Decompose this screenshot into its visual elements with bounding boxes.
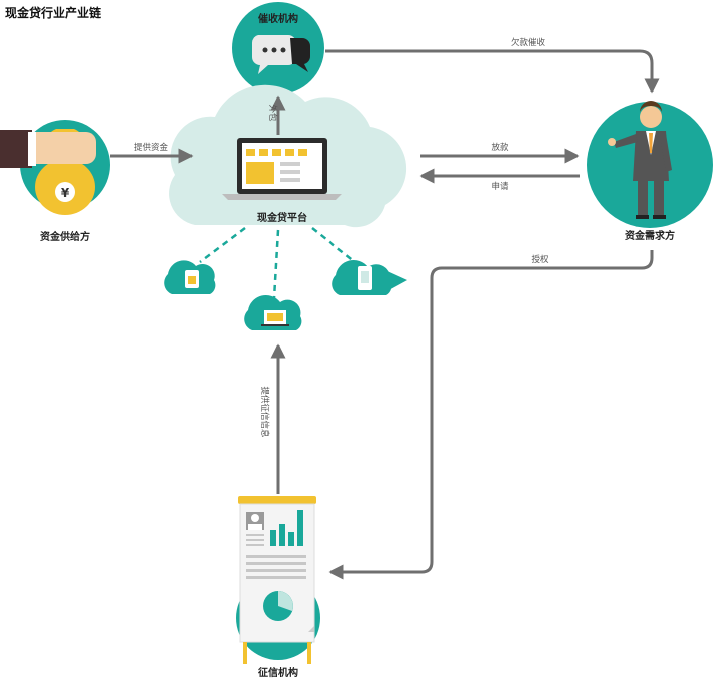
credit-bureau-node xyxy=(236,496,320,664)
edge-label-overdue-collection: 欠款催收 xyxy=(511,37,546,48)
laptop-icon xyxy=(222,138,342,200)
fund-supplier-label: 资金供给方 xyxy=(40,230,90,243)
dashed-link-laptop xyxy=(272,229,280,299)
collection-agency-node xyxy=(232,2,324,94)
dashed-link-phone xyxy=(311,227,356,263)
hand-icon xyxy=(0,130,96,168)
credit-bureau-label: 征信机构 xyxy=(258,666,298,679)
edge-label-provide-funds: 提供资金 xyxy=(134,142,169,153)
collection-agency-label: 催收机构 xyxy=(258,12,298,25)
chat-bubbles-icon xyxy=(251,35,311,74)
platform-label: 现金贷平台 xyxy=(257,211,307,224)
arrow-overdue-collection xyxy=(325,49,660,94)
platform-cloud-node xyxy=(169,84,407,228)
edge-label-disburse: 放款 xyxy=(491,142,509,153)
businessman-icon xyxy=(608,101,672,219)
device-cloud-laptop xyxy=(244,294,302,330)
diagram-title: 现金贷行业产业链 xyxy=(5,5,102,20)
device-cloud-tablet xyxy=(164,260,216,294)
edge-label-apply: 申请 xyxy=(491,181,509,192)
edge-label-authorize: 授权 xyxy=(531,254,549,265)
edge-label-provide-credit-info: 提供征信信息 xyxy=(259,386,270,438)
fund-demand-label: 资金需求方 xyxy=(625,229,675,242)
report-board-icon xyxy=(238,496,316,664)
yen-symbol: ¥ xyxy=(61,186,70,200)
device-cloud-phone xyxy=(332,259,407,295)
arrow-authorize xyxy=(328,250,654,580)
dashed-link-tablet xyxy=(199,227,246,263)
edge-label-outsource: 外包 xyxy=(267,104,278,122)
fund-demand-node xyxy=(587,101,713,228)
fund-supplier-node: ¥ xyxy=(0,120,110,215)
